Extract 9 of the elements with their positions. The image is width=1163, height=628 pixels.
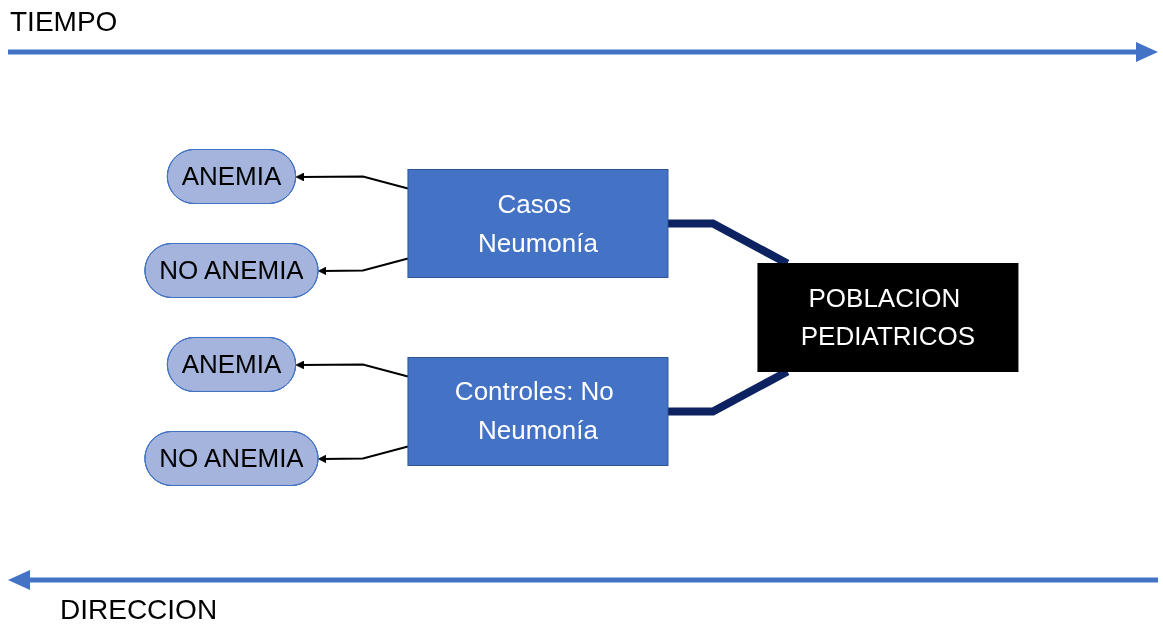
node-box: Controles: No Neumonía — [407, 357, 669, 466]
node-box: Casos Neumonía — [407, 169, 669, 278]
axis-label: DIRECCION — [60, 594, 218, 626]
arrow — [295, 360, 409, 378]
node-box: POBLACION PEDIATRICOS — [757, 263, 1019, 372]
arrow — [295, 172, 409, 190]
axis-label: TIEMPO — [10, 6, 118, 38]
arrow — [318, 445, 409, 464]
arrow — [318, 257, 409, 276]
